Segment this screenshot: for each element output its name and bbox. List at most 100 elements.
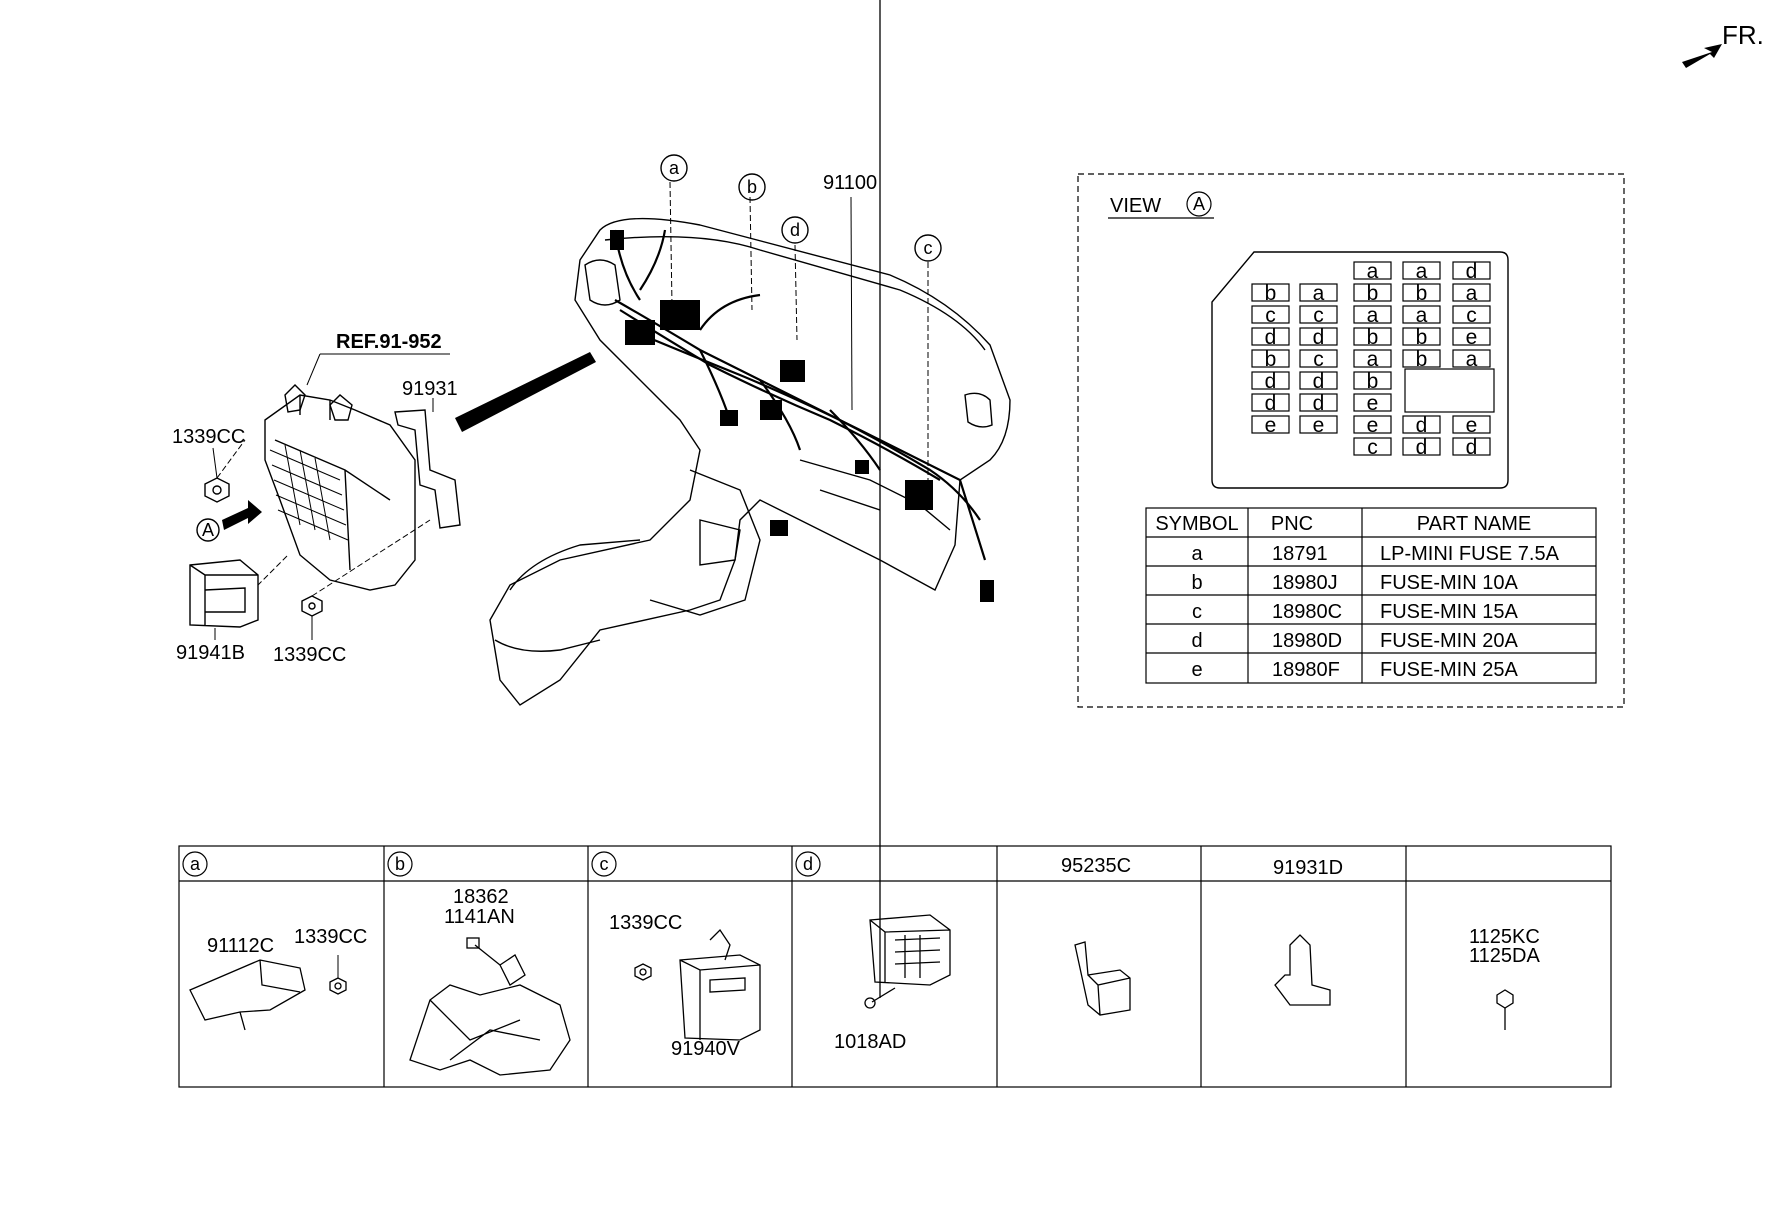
fuse-slot-label: a bbox=[1416, 260, 1428, 283]
fuse-slot-box bbox=[1353, 327, 1392, 346]
header-c-circle bbox=[591, 851, 617, 877]
screw-1018AD-icon bbox=[864, 0, 896, 1009]
table-row-symbol: e bbox=[1191, 659, 1202, 681]
wiring-harness bbox=[613, 229, 987, 561]
junction-box-assembly bbox=[264, 384, 416, 591]
floor-console bbox=[494, 539, 641, 652]
fuse-slot-box bbox=[1353, 371, 1392, 390]
fuse-slot-label: d bbox=[1265, 392, 1277, 415]
table-row-symbol: a bbox=[1191, 543, 1203, 565]
left-vent bbox=[584, 259, 621, 306]
bracket-91931 bbox=[394, 409, 461, 529]
fuse-slots-grid bbox=[269, 444, 349, 541]
lower-panel bbox=[799, 459, 951, 531]
cell-a-label-1339CC: 1339CC bbox=[294, 926, 367, 948]
header-c: c bbox=[600, 854, 609, 874]
cell-g-drawing bbox=[1496, 989, 1514, 1030]
cell-d-label-1018AD: 1018AD bbox=[834, 1031, 906, 1053]
fuse-slot-label: e bbox=[1367, 414, 1379, 437]
leader-lines bbox=[216, 181, 929, 597]
right-vent bbox=[964, 392, 993, 428]
cell-c-label-1339CC: 1339CC bbox=[609, 912, 682, 934]
table-row-symbol: d bbox=[1191, 630, 1202, 652]
front-direction-indicator: FR. bbox=[1682, 20, 1764, 68]
fuse-slot-box bbox=[1452, 283, 1491, 302]
callout-b: b bbox=[747, 177, 757, 197]
relay-95235C-icon bbox=[1074, 941, 1131, 1016]
table-row-symbol: c bbox=[1192, 601, 1202, 623]
junction-box-tab-left bbox=[284, 384, 306, 413]
fuse-slot-box bbox=[1251, 415, 1290, 434]
fuse-slot-box bbox=[1251, 327, 1290, 346]
main-assembly bbox=[189, 154, 1011, 706]
fuse-slot-f12: a bbox=[1402, 304, 1441, 327]
table-header-symbol: SYMBOL bbox=[1155, 513, 1238, 535]
fuse-slot-box bbox=[1251, 283, 1290, 302]
view-a-dashed-border bbox=[1077, 173, 1625, 708]
panel-top-edge bbox=[604, 235, 986, 351]
ref-leader bbox=[306, 353, 321, 386]
fuse-slot-label: c bbox=[1313, 304, 1324, 327]
fuse-slot-box bbox=[1299, 371, 1338, 390]
table-row-part-name: LP-MINI FUSE 7.5A bbox=[1380, 543, 1560, 565]
header-b-circle bbox=[387, 851, 413, 877]
fuse-slot-label: a bbox=[1367, 348, 1379, 371]
cell-a-drawing bbox=[189, 955, 347, 1031]
front-arrow-icon bbox=[1682, 44, 1722, 68]
fuse-slot-box bbox=[1251, 393, 1290, 412]
fuse-slot-f37: d bbox=[1452, 436, 1491, 459]
assembly-arrow bbox=[455, 352, 596, 432]
fuse-slot-f27: d bbox=[1251, 392, 1290, 415]
fuse-slot-box bbox=[1353, 437, 1392, 456]
harness-leader bbox=[850, 196, 853, 411]
fuse-slot-box bbox=[1452, 437, 1491, 456]
fuse-slot-box bbox=[1452, 349, 1491, 368]
fuse-slot-f3: d bbox=[1452, 260, 1491, 283]
callout-d-circle bbox=[781, 216, 809, 244]
fuse-slot-box bbox=[1452, 261, 1491, 280]
view-a-arrow-icon bbox=[222, 500, 262, 530]
instrument-panel-outline bbox=[489, 217, 1011, 706]
nut-top-leader bbox=[212, 447, 218, 479]
fuse-slot-box bbox=[1353, 415, 1392, 434]
fuse-slot-label: e bbox=[1367, 392, 1379, 415]
label-91100: 91100 bbox=[823, 172, 877, 194]
cell-g-label-1125DA: 1125DA bbox=[1469, 945, 1540, 967]
harness-connectors bbox=[610, 230, 994, 602]
fuse-slot-label: b bbox=[1367, 370, 1379, 393]
table-row-part-name: FUSE-MIN 20A bbox=[1380, 630, 1518, 652]
detail-table-grid bbox=[178, 845, 1612, 1088]
fuse-slot-label: d bbox=[1265, 370, 1277, 393]
callout-c-circle bbox=[914, 234, 942, 262]
cell-c-drawing bbox=[634, 928, 761, 1041]
fuse-slot-f11: a bbox=[1353, 304, 1392, 327]
fuse-slot-f2: a bbox=[1402, 260, 1441, 283]
cell-c-label-91940V: 91940V bbox=[671, 1038, 741, 1060]
fuse-slot-f29: e bbox=[1353, 392, 1392, 415]
fuse-slot-f22: b bbox=[1402, 348, 1441, 371]
table-header-pnc: PNC bbox=[1271, 513, 1313, 535]
fuse-slot-label: d bbox=[1313, 326, 1325, 349]
header-95235C: 95235C bbox=[1061, 855, 1131, 877]
header-d-circle bbox=[795, 851, 821, 877]
fuse-slot-f20: c bbox=[1299, 348, 1338, 371]
bolt-1141AN-icon bbox=[466, 937, 501, 966]
fuse-slot-box bbox=[1353, 283, 1392, 302]
bracket-91931D-icon bbox=[1274, 934, 1331, 1006]
fuse-slot-box bbox=[1299, 305, 1338, 324]
fuse-slot-box bbox=[1402, 283, 1441, 302]
detail-header-circles bbox=[182, 851, 821, 877]
fuse-slot-f30: e bbox=[1251, 414, 1290, 437]
mounting-frame-icon bbox=[409, 984, 571, 1076]
table-header-part-name: PART NAME bbox=[1417, 513, 1531, 535]
fuse-slot-f10: c bbox=[1299, 304, 1338, 327]
fuse-slot-label: e bbox=[1466, 326, 1478, 349]
fuse-slot-label: c bbox=[1367, 436, 1378, 459]
fuse-slot-f16: b bbox=[1353, 326, 1392, 349]
module-91940V-icon bbox=[679, 954, 761, 1041]
view-a-title: VIEW bbox=[1110, 195, 1161, 217]
fuse-slot-box bbox=[1402, 437, 1441, 456]
fuse-slot-box bbox=[1402, 327, 1441, 346]
